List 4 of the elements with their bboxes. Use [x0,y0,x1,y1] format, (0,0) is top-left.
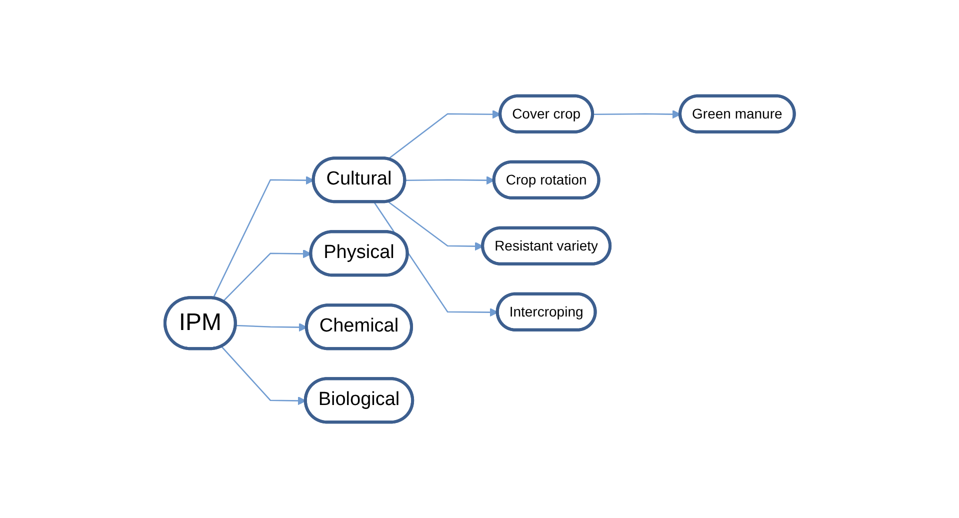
arrow [387,110,501,160]
arrow [222,249,312,302]
arrow [387,201,484,251]
arrow [592,110,681,119]
